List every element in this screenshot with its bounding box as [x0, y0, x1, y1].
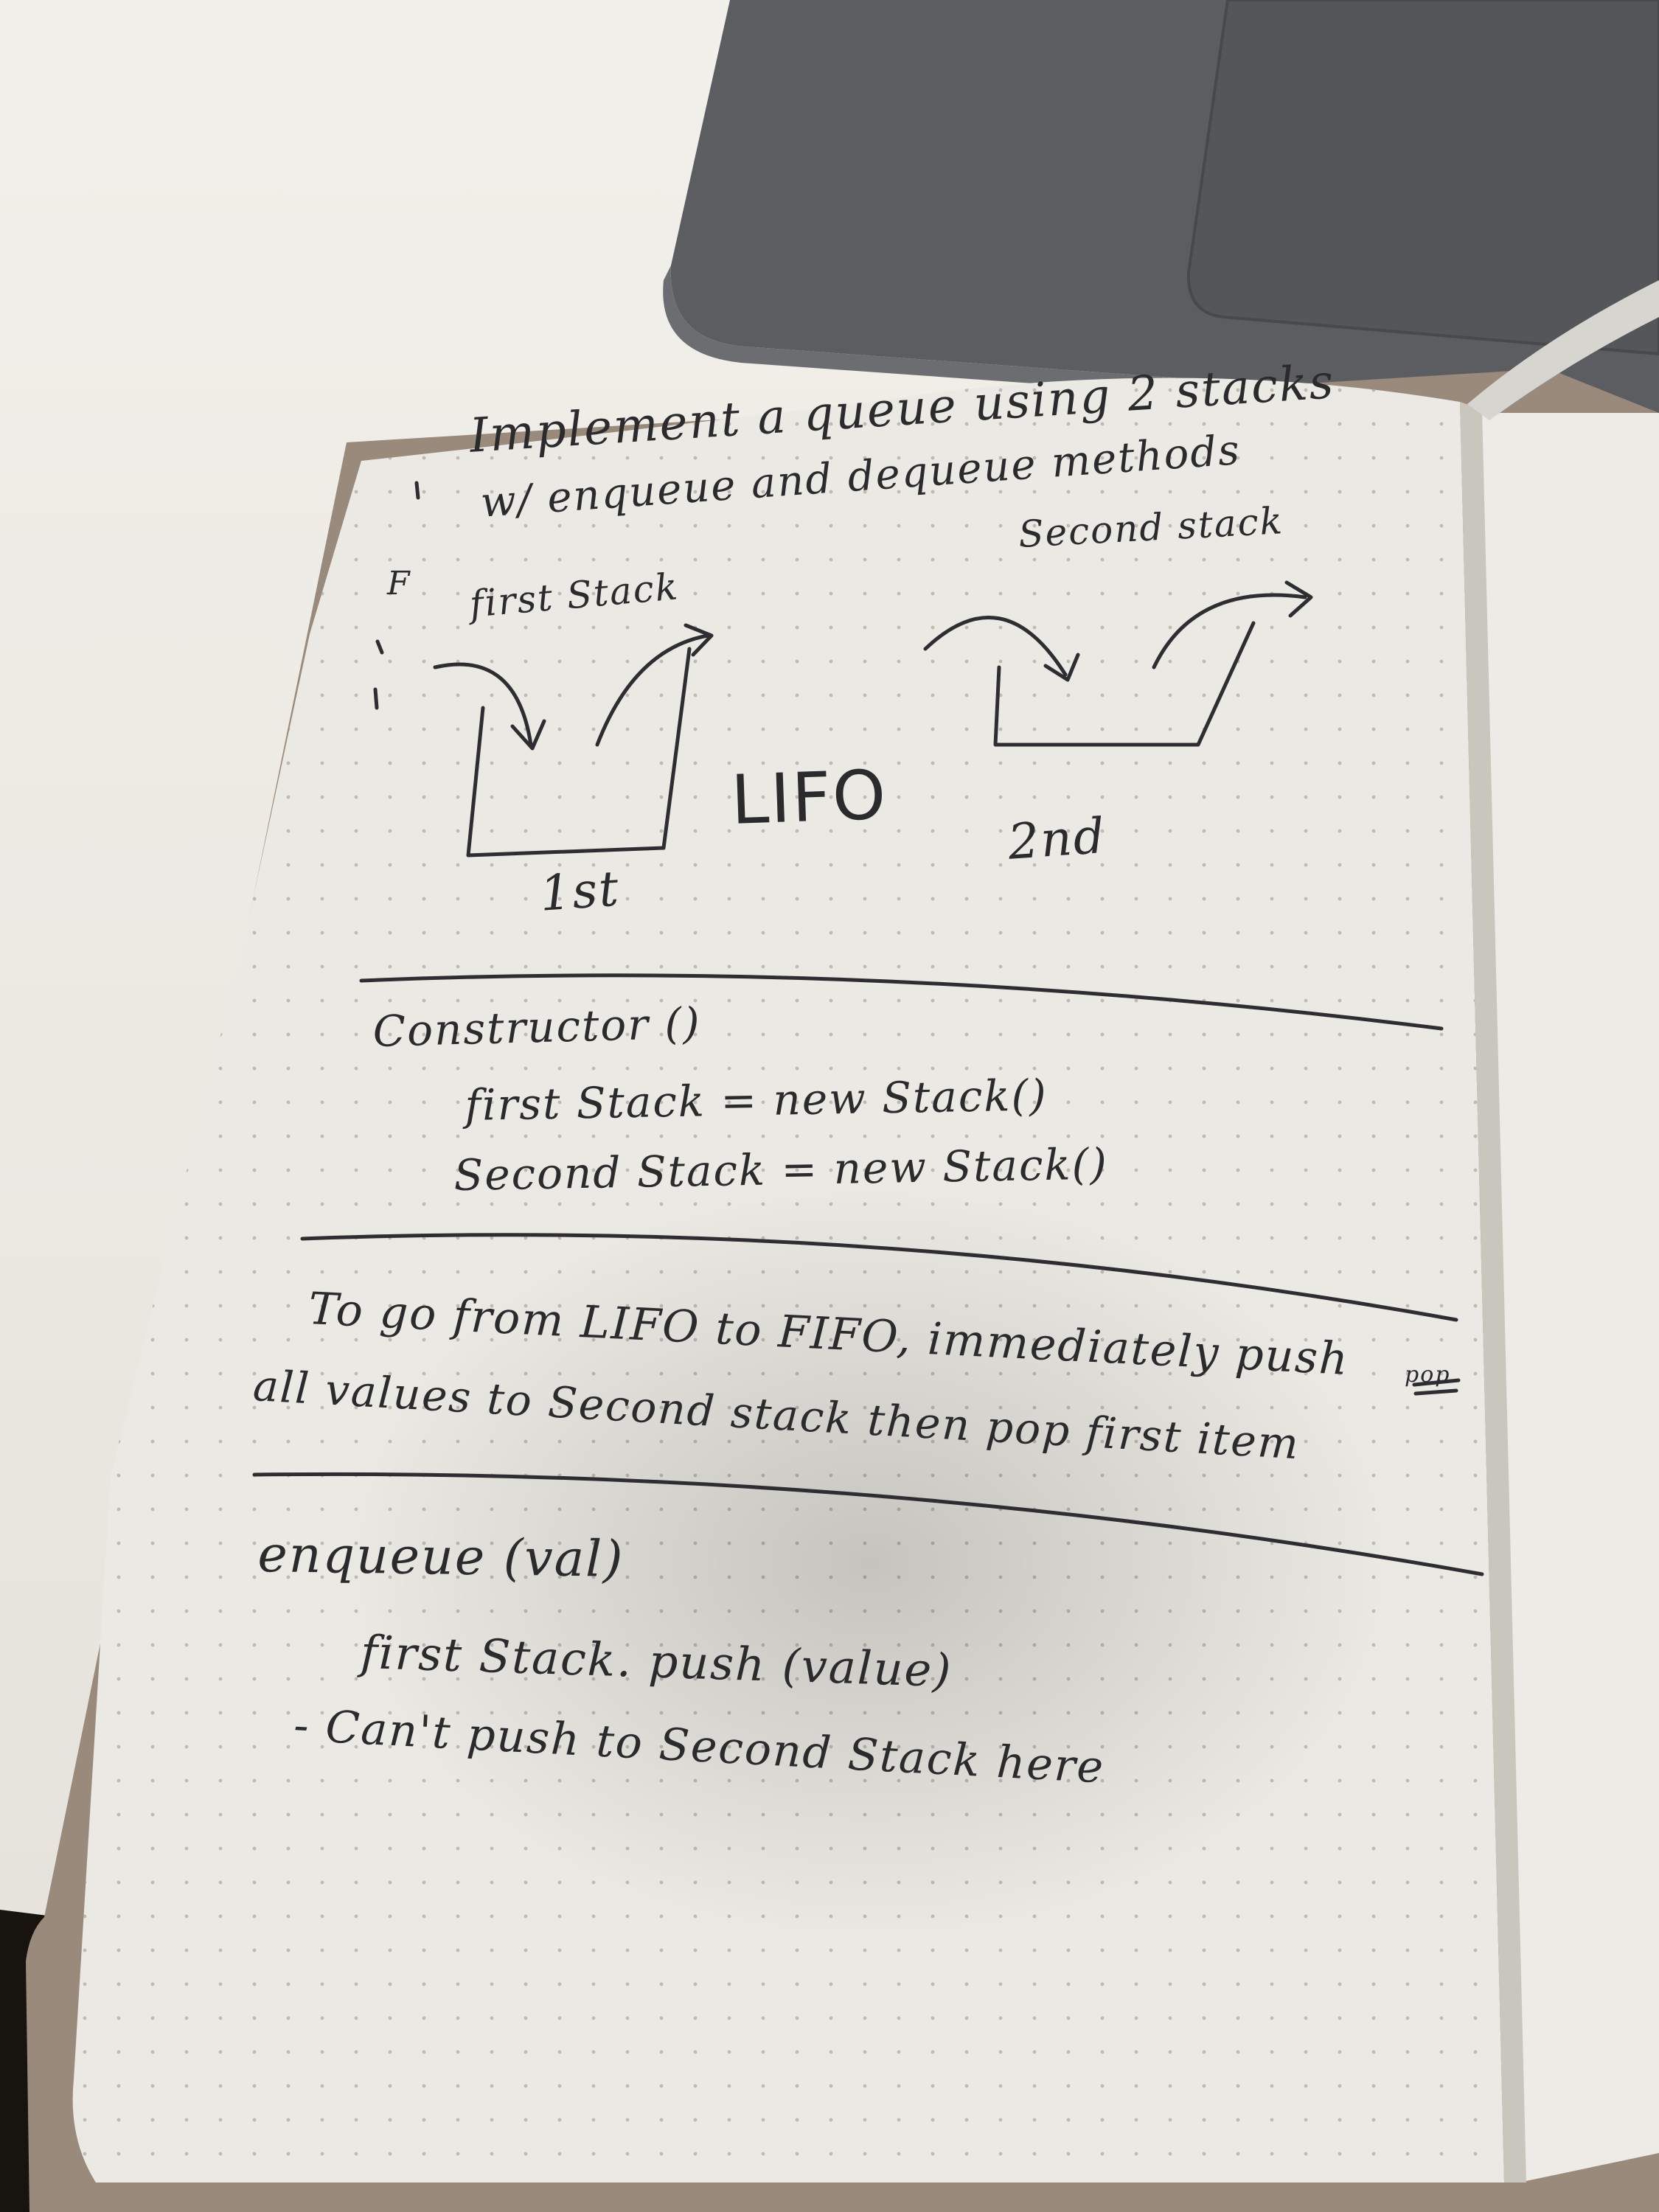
second-caption: 2nd [1006, 807, 1108, 871]
hand-shadow [339, 1180, 1401, 1947]
gutter-shadow [1460, 402, 1526, 2183]
constructor-line-2: Second Stack = new Stack() [453, 1138, 1109, 1200]
margin-tick-marks [373, 481, 420, 710]
first-stack-pop-arrow [595, 623, 714, 747]
struck-word: pop [1405, 1362, 1451, 1388]
laptop-trackpad [1186, 0, 1659, 356]
second-stack-push-arrow [923, 615, 1080, 682]
second-stack-container [993, 621, 1256, 747]
constructor-signature: Constructor () [372, 998, 702, 1057]
ribbon-bookmark [1467, 280, 1659, 420]
first-stack-container [466, 647, 692, 858]
second-stack-pop-arrow [1152, 580, 1313, 669]
divider-1 [359, 973, 1444, 1031]
divider-2 [300, 1233, 1458, 1322]
constructor-line-1: first Stack = new Stack() [464, 1070, 1048, 1130]
margin-letter: F [387, 565, 411, 602]
strikethrough-scribble [1412, 1378, 1461, 1396]
divider-3 [252, 1472, 1484, 1576]
first-stack-push-arrow [433, 662, 546, 751]
enqueue-signature: enqueue (val) [257, 1526, 625, 1589]
first-caption: 1st [538, 860, 622, 922]
right-page [1471, 413, 1659, 2183]
lifo-label: LIFO [729, 755, 889, 840]
